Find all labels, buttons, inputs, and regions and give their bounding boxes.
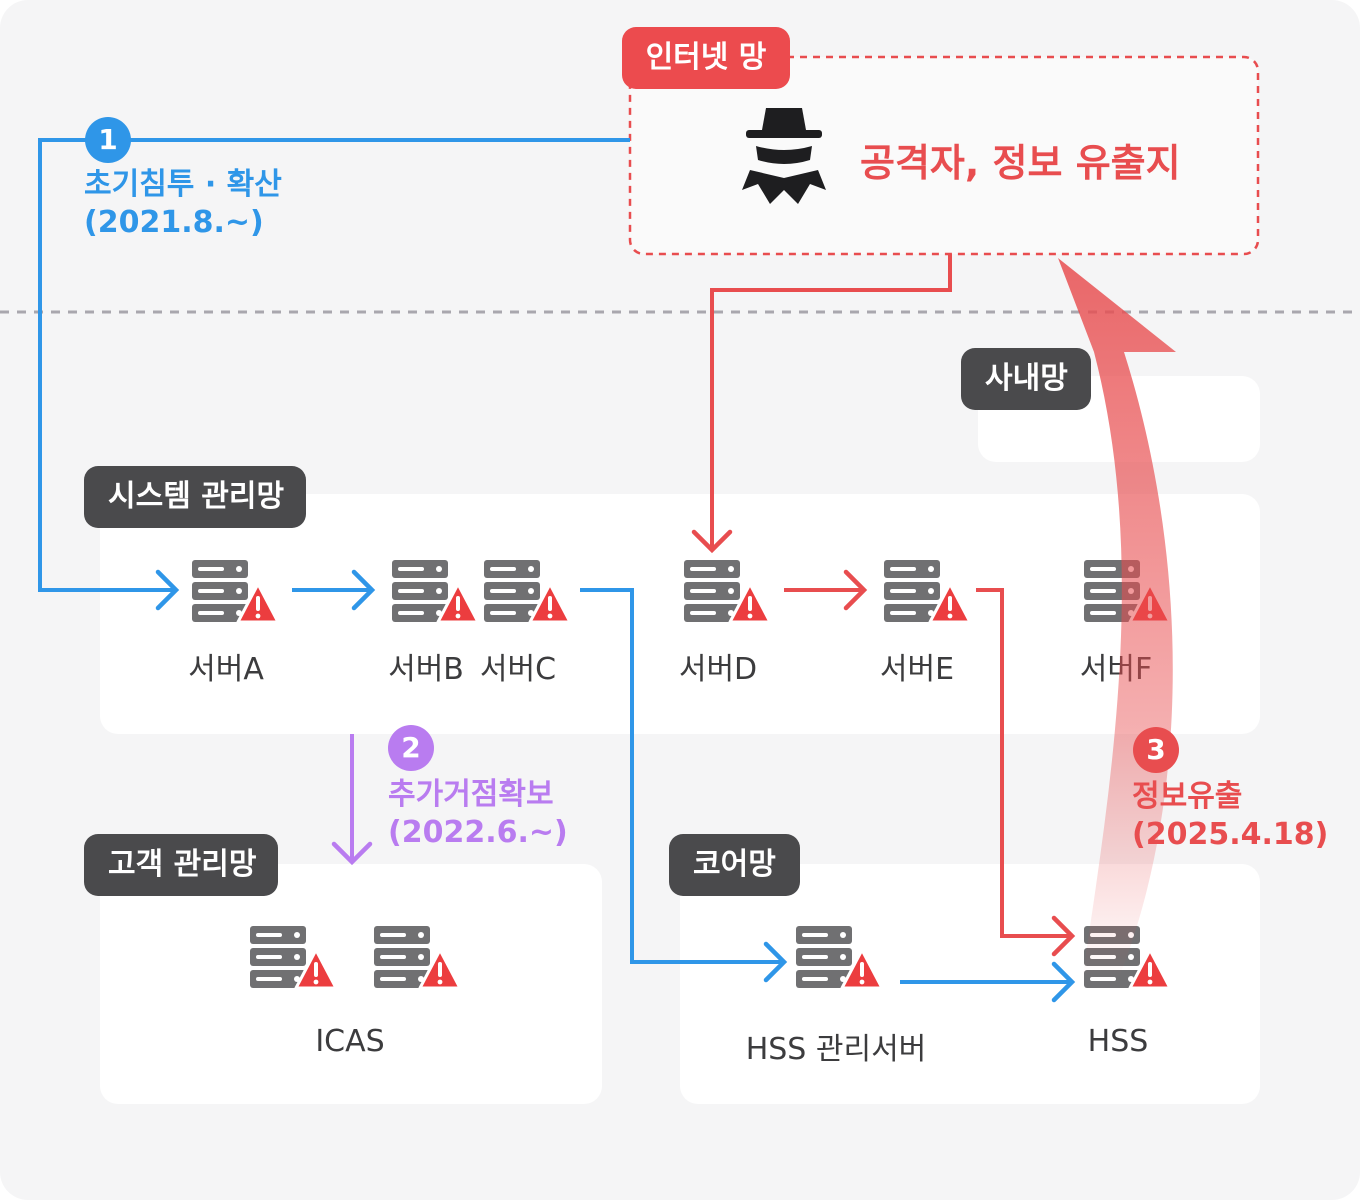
core-zone-tag: 코어망 xyxy=(669,834,800,896)
path-system-to-customer-arrowhead xyxy=(331,841,373,866)
server-b-label: 서버B xyxy=(388,652,464,687)
server-c-label: 서버C xyxy=(479,652,557,687)
server-d-label: 서버D xyxy=(678,652,758,687)
system-zone-tag: 시스템 관리망 xyxy=(84,466,306,528)
attacker-label: 공격자, 정보 유출지 xyxy=(860,141,1181,185)
path-server-a-to-b-arrowhead xyxy=(351,569,376,611)
hss-server-icon xyxy=(1084,926,1172,990)
hss-management-server-icon xyxy=(796,926,884,990)
icas-server-2-icon xyxy=(374,926,462,990)
server-f-label: 서버F xyxy=(1079,652,1153,687)
server-a-icon xyxy=(192,560,280,624)
internal-zone-tag: 사내망 xyxy=(961,348,1091,410)
server-f-icon xyxy=(1084,560,1172,624)
step-3-date: (2025.4.18) xyxy=(1132,817,1329,852)
step-2-date: (2022.6.~) xyxy=(388,815,568,850)
server-e-icon xyxy=(884,560,972,624)
step-2-title: 추가거점확보 xyxy=(388,777,554,812)
server-b-icon xyxy=(392,560,480,624)
server-d-icon xyxy=(684,560,772,624)
path-attacker-to-server-a xyxy=(38,138,630,592)
step-3-title: 정보유출 xyxy=(1132,779,1243,814)
step-2-badge: 2 xyxy=(388,725,434,771)
internet-zone-tag: 인터넷 망 xyxy=(622,27,790,89)
step-1-date: (2021.8.~) xyxy=(84,205,264,240)
customer-zone-tag: 고객 관리망 xyxy=(84,834,278,896)
icas-label: ICAS xyxy=(315,1024,385,1059)
step-1-title: 초기침투 · 확산 xyxy=(84,167,282,202)
path-server-d-to-e-arrowhead xyxy=(843,569,868,611)
path-server-c-to-hss-mgmt xyxy=(580,588,784,964)
path-server-e-to-hss xyxy=(976,588,1072,938)
step-3-badge: 3 xyxy=(1133,727,1179,773)
path-server-c-to-hss-mgmt-arrowhead xyxy=(763,941,788,983)
path-attacker-to-server-d xyxy=(710,254,952,550)
server-e-label: 서버E xyxy=(879,652,955,687)
server-c-icon xyxy=(484,560,572,624)
step-1-badge: 1 xyxy=(85,117,131,163)
server-a-label: 서버A xyxy=(188,652,264,687)
customer-management-panel xyxy=(100,864,602,1104)
path-attacker-to-server-d-arrowhead xyxy=(691,529,733,554)
spy-icon xyxy=(742,108,826,204)
hss-management-server-label: HSS 관리서버 xyxy=(745,1032,927,1067)
icas-server-1-icon xyxy=(250,926,338,990)
path-attacker-to-server-a-arrowhead xyxy=(155,569,180,611)
hss-label: HSS xyxy=(1087,1024,1149,1059)
